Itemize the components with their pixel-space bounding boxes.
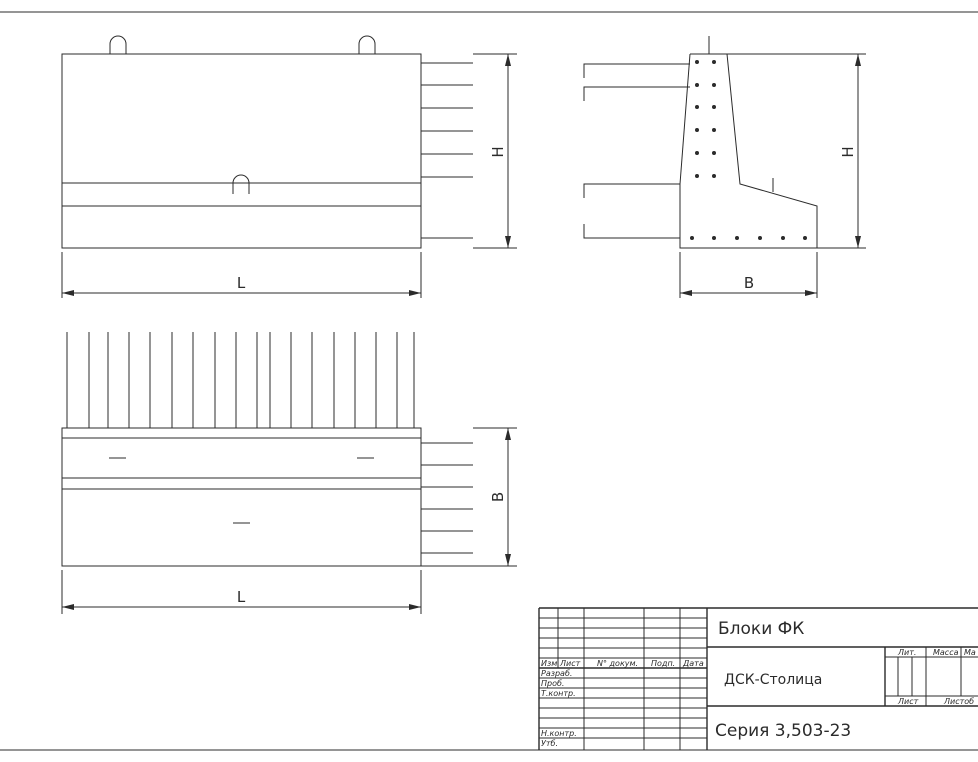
tb-sheets-label: Листоб — [943, 697, 974, 706]
tb-row-prob: Проб. — [541, 679, 564, 688]
side-rebar-dots — [690, 60, 807, 240]
plan-view: B L — [61, 332, 517, 614]
tb-scale-label: Ма — [964, 648, 976, 657]
side-width-label: B — [744, 274, 754, 292]
front-block-outline — [61, 53, 422, 249]
tb-sheet-label: Лист — [897, 697, 919, 706]
front-view: H L — [61, 35, 517, 298]
tb-lit-label: Лит. — [897, 648, 916, 657]
tb-col-date: Дата — [682, 659, 704, 668]
side-view: H B — [583, 36, 866, 298]
front-height-label: H — [489, 146, 507, 157]
plan-width-dimension: B — [421, 427, 517, 567]
title-block: Изм Лист N° докум. Подп. Дата Разраб. Пр… — [538, 607, 978, 750]
tb-series: Серия 3,503-23 — [715, 721, 851, 741]
plan-vertical-rebars — [66, 332, 415, 428]
tb-col-list: Лист — [559, 659, 581, 668]
lifting-loop-center — [232, 174, 250, 194]
side-height-label: H — [839, 146, 857, 157]
side-height-dimension: H — [727, 53, 866, 249]
plan-block-outline — [61, 427, 422, 567]
lifting-loop-right — [358, 35, 376, 54]
side-profile-outline — [679, 53, 818, 249]
side-width-dimension: B — [679, 252, 818, 298]
tb-row-tkontr: Т.контр. — [541, 689, 576, 698]
tb-title: Блоки ФК — [718, 619, 804, 639]
tb-col-izm: Изм — [541, 659, 557, 668]
front-length-label: L — [237, 274, 246, 292]
tb-organization: ДСК-Столица — [724, 672, 822, 688]
side-profile-back — [679, 53, 691, 185]
side-rebar-brackets — [583, 63, 690, 239]
plan-length-dimension: L — [61, 570, 422, 614]
lifting-loop-left — [109, 35, 127, 54]
front-length-dimension: L — [61, 252, 422, 298]
tb-row-nkontr: Н.контр. — [541, 729, 577, 738]
front-rebar-ends — [421, 62, 473, 239]
tb-col-sign: Подп. — [651, 659, 675, 668]
tb-col-doc: N° докум. — [597, 659, 638, 668]
plan-rebar-ends — [421, 442, 473, 554]
front-height-dimension: H — [473, 53, 517, 249]
plan-width-label: B — [489, 492, 507, 502]
tb-mass-label: Масса — [933, 648, 959, 657]
plan-length-label: L — [237, 588, 246, 606]
tb-row-razrab: Разраб. — [541, 669, 572, 678]
tb-row-utv: Утб. — [541, 739, 558, 748]
